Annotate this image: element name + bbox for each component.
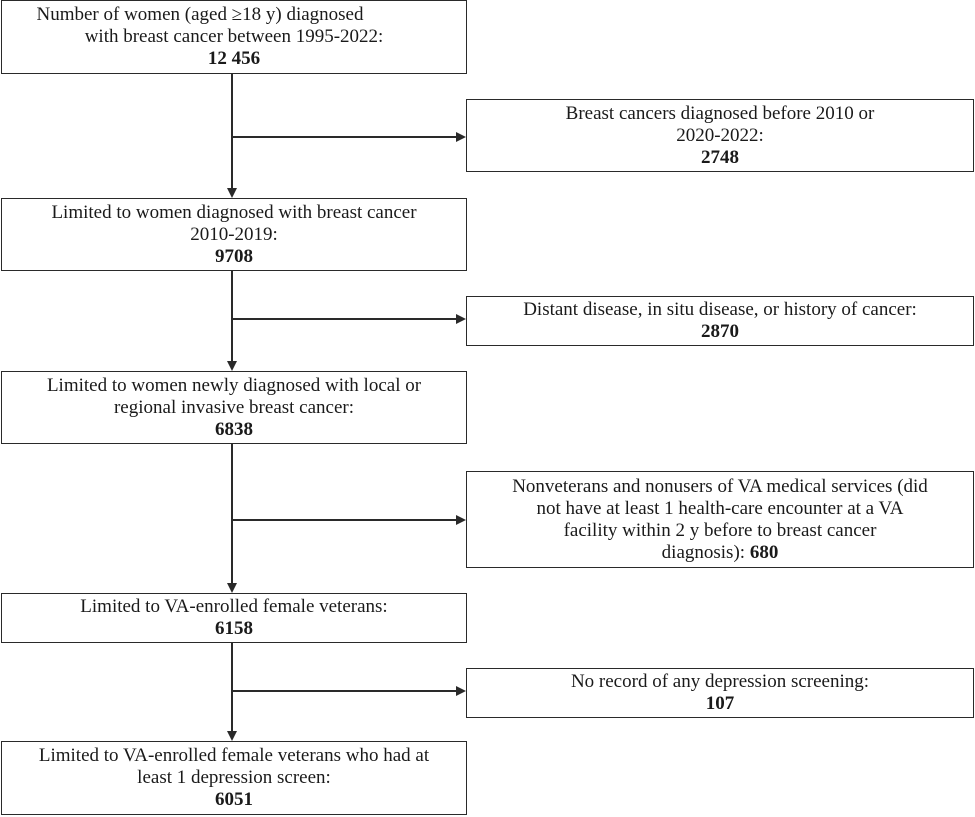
box-text-line: with breast cancer between 1995-2022: [84, 26, 384, 47]
box-text-line: regional invasive breast cancer: [113, 396, 355, 418]
main-box-2010-2019: Limited to women diagnosed with breast c… [1, 198, 467, 271]
main-box-va-enrolled: Limited to VA-enrolled female veterans: … [1, 593, 467, 643]
main-box-local-regional: Limited to women newly diagnosed with lo… [1, 371, 467, 444]
box-count: 107 [705, 693, 735, 714]
box-text-line: Nonveterans and nonusers of VA medical s… [512, 475, 928, 497]
box-text-line: least 1 depression screen: [137, 767, 331, 788]
box-count: 2870 [701, 321, 739, 342]
box-text-line: 2010-2019: [190, 223, 278, 245]
exclusion-box-no-screening: No record of any depression screening: 1… [466, 668, 974, 718]
box-text-line: not have at least 1 health-care encounte… [536, 497, 904, 519]
box-text-line: Limited to VA-enrolled female veterans: [80, 596, 388, 617]
box-text-line: Distant disease, in situ disease, or his… [523, 299, 917, 320]
box-text-line: Limited to women diagnosed with breast c… [51, 201, 417, 223]
box-text-prefix: diagnosis): [661, 541, 750, 563]
box-text-line: Breast cancers diagnosed before 2010 or [565, 102, 875, 124]
box-count: 6838 [215, 418, 253, 440]
box-text-line: 2020-2022: [676, 124, 764, 146]
box-text-line: Limited to VA-enrolled female veterans w… [38, 745, 430, 766]
box-count: 9708 [215, 245, 253, 267]
box-count: 680 [749, 541, 779, 563]
box-count: 6051 [215, 789, 253, 810]
box-text-line: No record of any depression screening: [570, 671, 870, 692]
box-text-line: facility within 2 y before to breast can… [563, 519, 877, 541]
main-box-total: Number of women (aged ≥18 y) diagnosed w… [1, 0, 467, 74]
box-count: 12 456 [207, 48, 261, 69]
box-text-line: Limited to women newly diagnosed with lo… [46, 374, 422, 396]
exclusion-box-nonveterans: Nonveterans and nonusers of VA medical s… [466, 471, 974, 568]
box-count: 6158 [215, 618, 253, 639]
box-text-line: diagnosis): 680 [662, 542, 779, 564]
box-text-line: Number of women (aged ≥18 y) diagnosed [36, 4, 364, 25]
main-box-final-cohort: Limited to VA-enrolled female veterans w… [1, 741, 467, 815]
exclusion-box-disease-status: Distant disease, in situ disease, or his… [466, 296, 974, 346]
box-count: 2748 [701, 146, 739, 168]
exclusion-box-date-range: Breast cancers diagnosed before 2010 or … [466, 99, 974, 172]
